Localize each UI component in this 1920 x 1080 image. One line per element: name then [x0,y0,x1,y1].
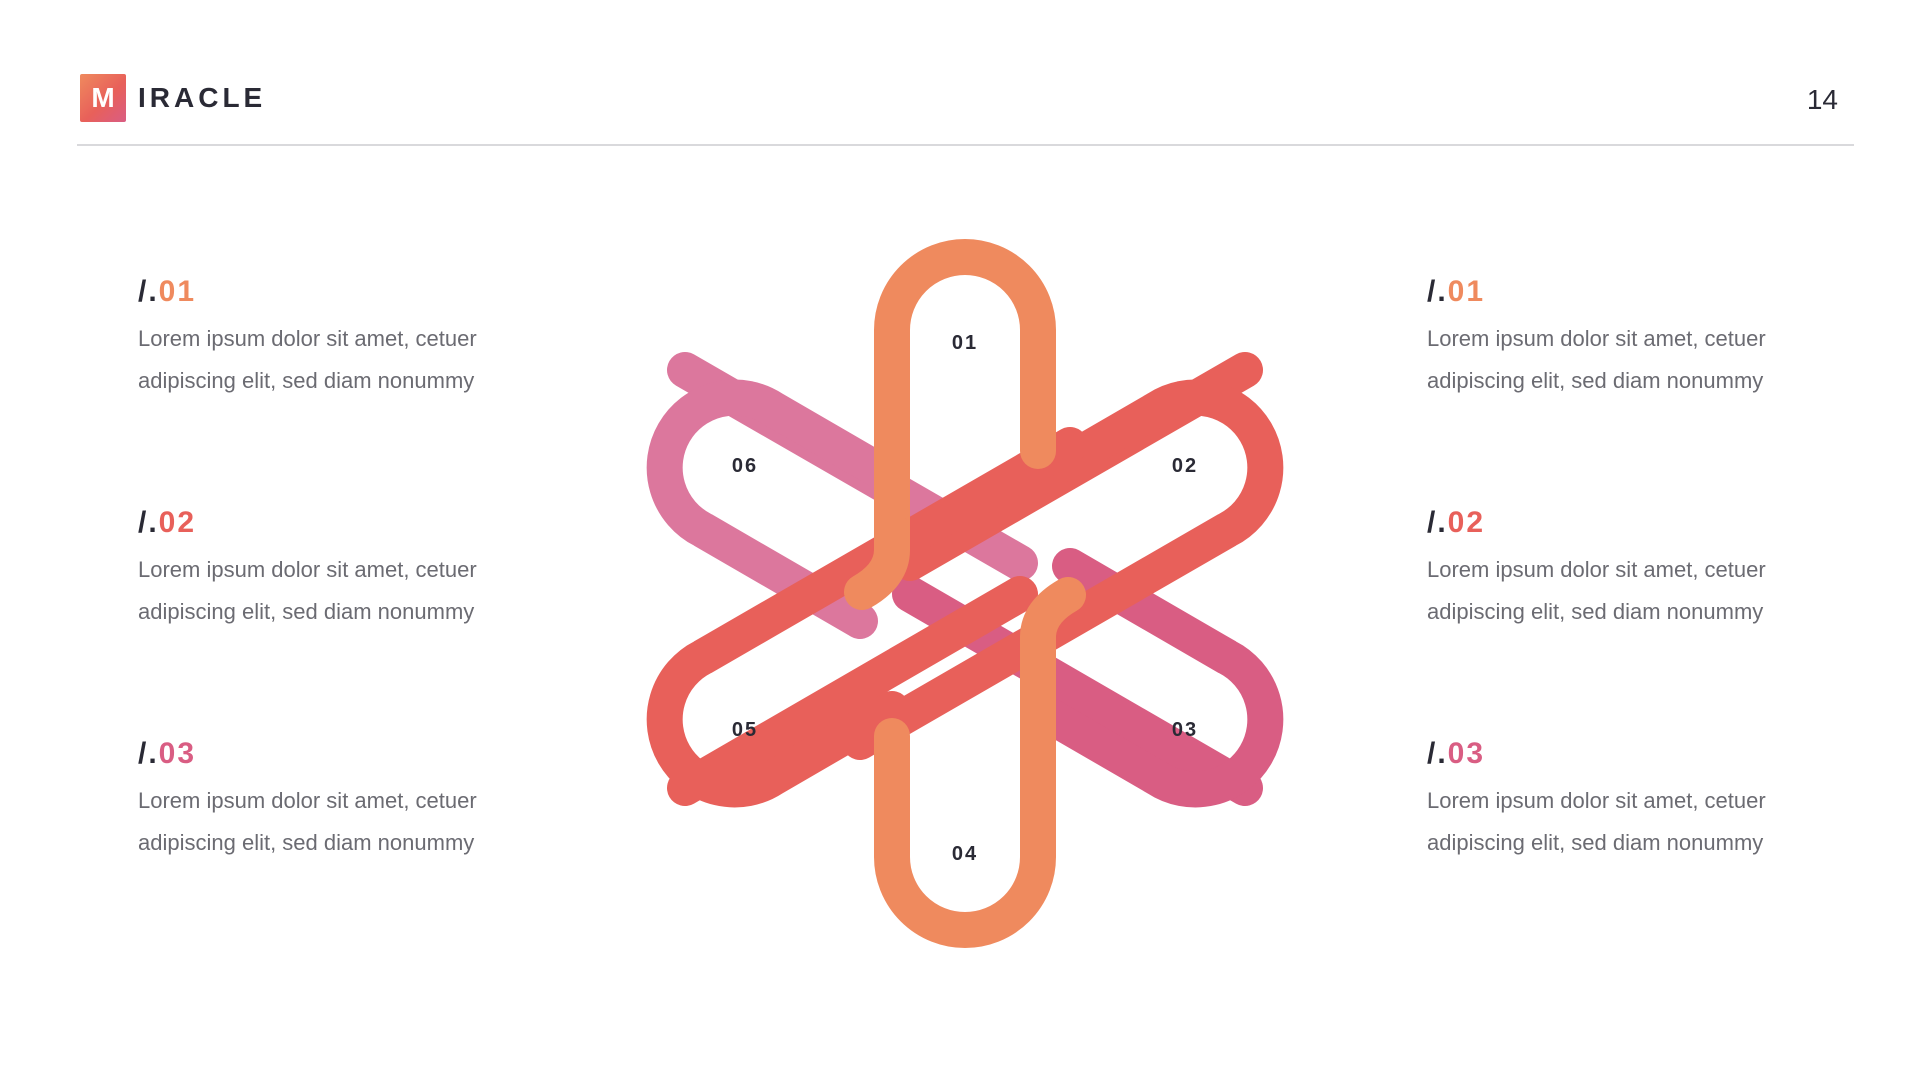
description-line: Lorem ipsum dolor sit amet, cetuer [1427,788,1766,813]
description-line: Lorem ipsum dolor sit amet, cetuer [1427,326,1766,351]
petal-06 [646,379,910,639]
petal-label-06: 06 [732,455,758,477]
description-line: adipiscing elit, sed diam nonummy [138,830,475,855]
description-line: adipiscing elit, sed diam nonummy [1427,830,1764,855]
petal-label-02: 02 [1172,455,1198,477]
item-number-value: 03 [1447,737,1486,770]
item-description: Lorem ipsum dolor sit amet, cetuer adipis… [1427,780,1847,864]
item-number-value: 02 [158,506,197,539]
description-line: adipiscing elit, sed diam nonummy [1427,368,1764,393]
logo-text: IRACLE [138,82,267,113]
description-line: adipiscing elit, sed diam nonummy [138,368,475,393]
petal-04-inner [1020,577,1086,675]
description-line: Lorem ipsum dolor sit amet, cetuer [138,326,477,351]
petal-03 [1020,548,1284,808]
item-number: /.01 [138,272,558,312]
item-number-value: 01 [158,275,197,308]
petal-05 [646,427,1088,808]
item-prefix: /. [138,275,159,308]
header-divider [77,144,1854,146]
slide-header: M IRACLE 14 [0,0,1920,150]
item-description: Lorem ipsum dolor sit amet, cetuer adipis… [1427,318,1847,402]
petal-label-04: 04 [952,843,978,865]
description-line: adipiscing elit, sed diam nonummy [138,599,475,624]
description-line: Lorem ipsum dolor sit amet, cetuer [138,788,477,813]
left-item-2: /.02 Lorem ipsum dolor sit amet, cetuer a… [138,503,558,633]
item-description: Lorem ipsum dolor sit amet, cetuer adipis… [138,549,558,633]
item-description: Lorem ipsum dolor sit amet, cetuer adipis… [1427,549,1847,633]
item-prefix: /. [138,506,159,539]
flower-diagram: 01 02 03 04 05 06 [646,239,1284,948]
left-item-1: /.01 Lorem ipsum dolor sit amet, cetuer a… [138,272,558,402]
item-number: /.02 [138,503,558,543]
description-line: adipiscing elit, sed diam nonummy [1427,599,1764,624]
item-prefix: /. [1427,275,1448,308]
petal-04 [874,632,1056,948]
right-item-3: /.03 Lorem ipsum dolor sit amet, cetuer a… [1427,734,1847,864]
right-item-2: /.02 Lorem ipsum dolor sit amet, cetuer a… [1427,503,1847,633]
item-number-value: 02 [1447,506,1486,539]
item-number-value: 03 [158,737,197,770]
item-number: /.03 [138,734,558,774]
item-number-value: 01 [1447,275,1486,308]
item-prefix: /. [1427,506,1448,539]
petal-label-05: 05 [732,719,758,741]
left-item-3: /.03 Lorem ipsum dolor sit amet, cetuer a… [138,734,558,864]
description-line: Lorem ipsum dolor sit amet, cetuer [138,557,477,582]
petal-label-03: 03 [1172,719,1198,741]
logo-mark: M [80,74,126,122]
right-item-1: /.01 Lorem ipsum dolor sit amet, cetuer a… [1427,272,1847,402]
page-number: 14 [1806,84,1838,115]
petal-02 [842,379,1284,760]
petal-label-01: 01 [952,332,978,354]
description-line: Lorem ipsum dolor sit amet, cetuer [1427,557,1766,582]
item-number: /.03 [1427,734,1847,774]
item-prefix: /. [1427,737,1448,770]
petal-01-inner [844,512,910,610]
item-prefix: /. [138,737,159,770]
item-number: /.01 [1427,272,1847,312]
item-number: /.02 [1427,503,1847,543]
item-description: Lorem ipsum dolor sit amet, cetuer adipis… [138,318,558,402]
petal-01 [874,239,1056,555]
item-description: Lorem ipsum dolor sit amet, cetuer adipis… [138,780,558,864]
